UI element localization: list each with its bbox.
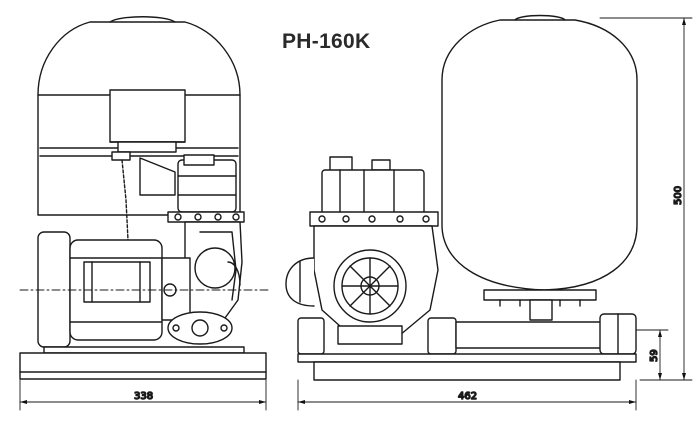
dimension-arrows xyxy=(20,18,686,404)
front-view-pump-body xyxy=(285,225,439,345)
dim-total-height: 500 xyxy=(673,186,684,205)
side-view-pump-casing xyxy=(184,221,243,331)
side-view-pressure-switch xyxy=(109,89,186,263)
dim-front-width: 462 xyxy=(458,391,477,402)
front-view-pump-head xyxy=(309,156,439,227)
front-view-tank xyxy=(441,14,638,321)
dim-base-height: 59 xyxy=(649,349,660,362)
front-view-pipe xyxy=(297,313,637,355)
side-view-valve xyxy=(139,154,245,223)
dim-side-width: 338 xyxy=(134,391,153,402)
model-title: PH-160K xyxy=(282,30,371,53)
side-view-motor xyxy=(19,231,269,348)
front-view xyxy=(285,14,638,381)
front-view-base xyxy=(297,353,637,381)
side-view-base xyxy=(19,346,267,380)
side-view xyxy=(19,16,269,380)
dimension-lines xyxy=(19,17,693,411)
